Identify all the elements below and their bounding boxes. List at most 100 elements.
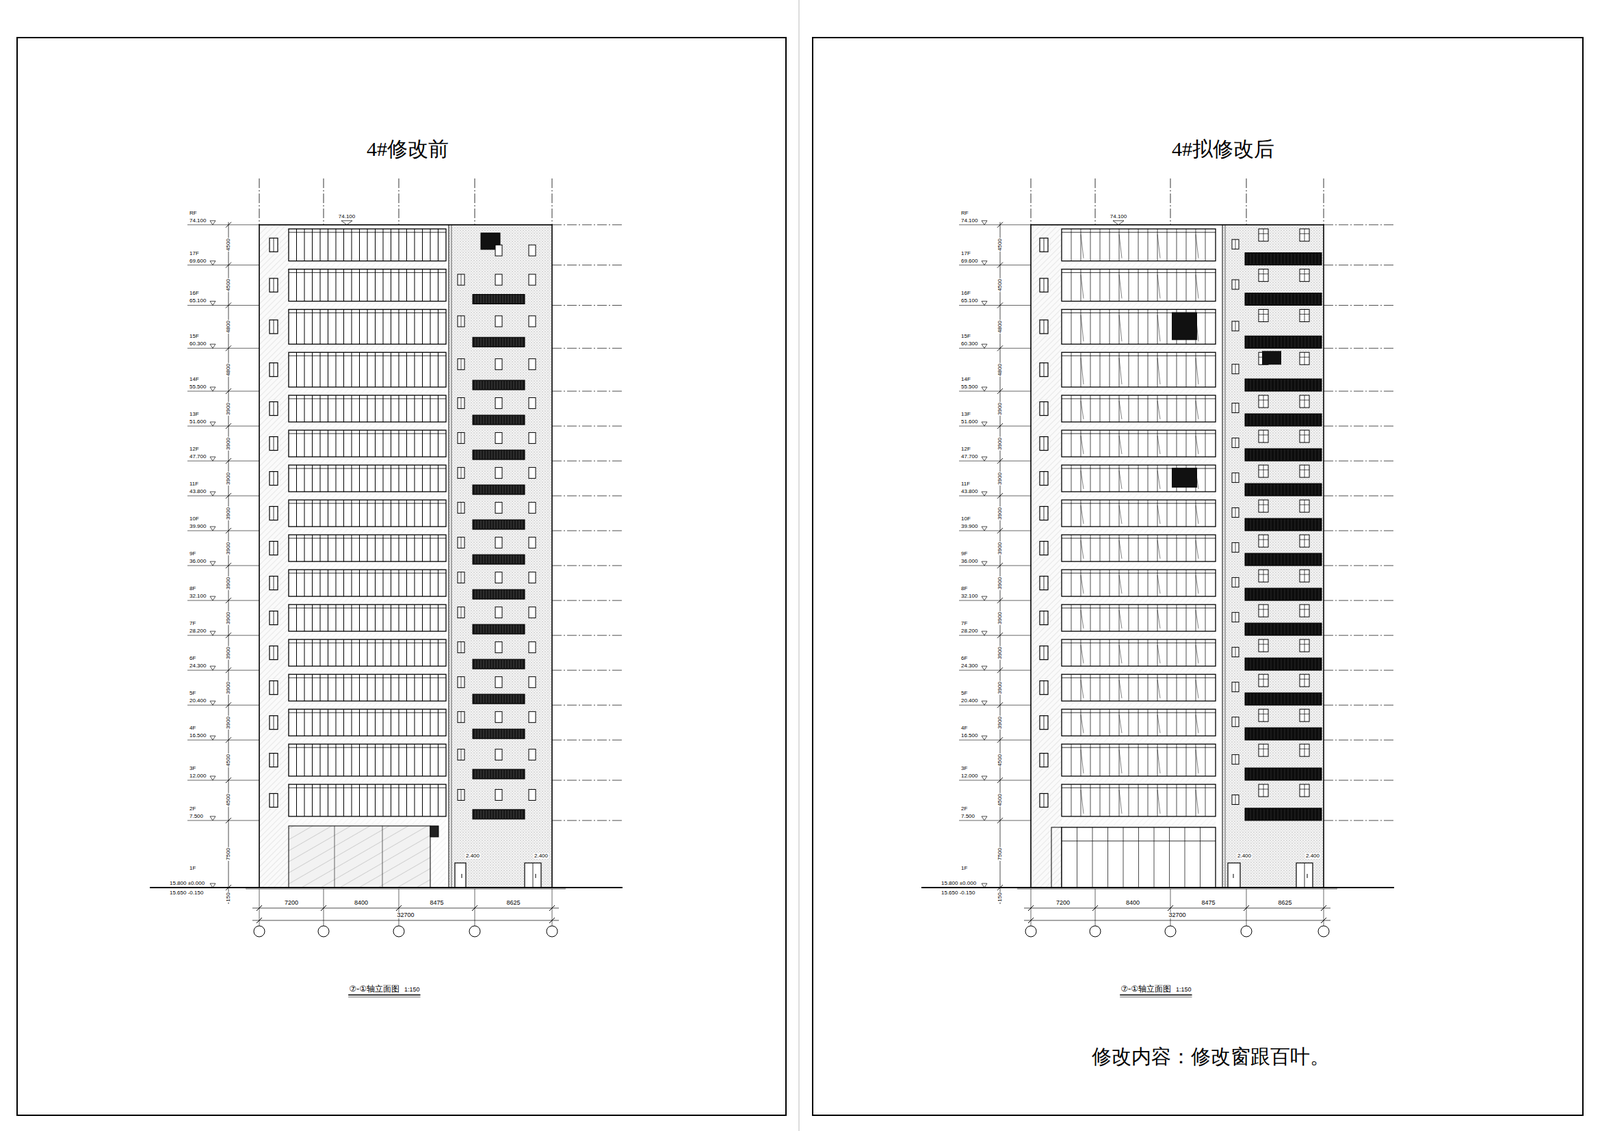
mullion: [422, 500, 423, 527]
mullion: [335, 744, 337, 777]
curtain-wall: [288, 229, 447, 262]
louver-slat: [494, 450, 496, 459]
mullion: [1128, 709, 1130, 737]
window: [495, 467, 503, 479]
balcony-louver: [472, 450, 525, 460]
louver-slat: [1274, 253, 1276, 265]
louver-slat: [486, 450, 488, 459]
mullion: [351, 352, 353, 388]
mullion: [367, 309, 369, 345]
louver-slat: [513, 415, 515, 425]
mullion: [1099, 352, 1101, 388]
floor-name: 7F: [960, 621, 968, 627]
mullion: [414, 604, 416, 632]
drawing-line: [1235, 755, 1237, 765]
mullion: [351, 534, 353, 562]
louver-slat: [1308, 658, 1310, 670]
louver-slat: [508, 415, 509, 425]
mullion: [374, 229, 376, 262]
mullion: [406, 784, 408, 817]
louver-slat: [1260, 293, 1262, 305]
door-handle: [461, 874, 463, 879]
mullion: [390, 604, 392, 632]
mullion: [414, 639, 416, 667]
mullion: [311, 639, 313, 667]
window-swing-mark: [1080, 274, 1084, 299]
louver-slat: [1315, 484, 1317, 496]
louver-slat: [1308, 623, 1310, 635]
mullion: [351, 309, 353, 345]
louver-slat: [1312, 253, 1313, 265]
balcony-louver: [472, 554, 525, 565]
louver-slat: [1301, 519, 1303, 531]
curtain-wall: [1061, 573, 1216, 574]
window: [1039, 363, 1048, 377]
louver-slat: [1308, 293, 1310, 305]
mullion: [367, 269, 369, 302]
window: [495, 244, 503, 256]
louver-slat: [1274, 623, 1276, 635]
mullion: [335, 709, 337, 737]
mullion: [1157, 709, 1159, 737]
mullion: [422, 430, 423, 457]
louver-slat: [1281, 554, 1282, 566]
window: [495, 607, 503, 619]
mullion: [1109, 569, 1111, 597]
window: [1258, 709, 1269, 722]
louver-slat: [480, 415, 482, 425]
balcony-louver: [472, 624, 525, 635]
louver-slat: [1298, 253, 1300, 265]
floor-name: 4F: [188, 725, 197, 732]
window: [1039, 541, 1048, 556]
mullion: [1157, 674, 1159, 702]
dimension-tick: [225, 777, 232, 784]
storey-height: 3900: [225, 576, 232, 591]
louver-slat: [1250, 336, 1252, 348]
storey-height: 3900: [225, 437, 232, 451]
louver-slat: [513, 729, 515, 739]
balcony-louver: [1244, 727, 1322, 741]
louver-slat: [1291, 449, 1293, 461]
louver-slat: [1294, 768, 1296, 780]
drawing-line: [461, 712, 462, 724]
mullion: [1071, 500, 1072, 527]
louver-slat: [1250, 414, 1252, 426]
window: [1299, 465, 1310, 478]
dimension-tick: [225, 345, 232, 351]
drawing-line: [1235, 543, 1237, 553]
louver-slat: [513, 660, 515, 669]
louver-slat: [1257, 658, 1258, 670]
level-elevation: 15.650 -0.150: [168, 890, 204, 897]
window-swing-mark: [1080, 540, 1084, 559]
mullion: [359, 604, 360, 632]
floor-name: 17F: [960, 251, 972, 257]
drawing-line: [461, 537, 462, 549]
mullion: [304, 784, 306, 817]
mullion: [1109, 604, 1111, 632]
level-line: [959, 780, 1031, 782]
mullion: [1128, 465, 1130, 492]
louver-slat: [1264, 519, 1265, 531]
level-elevation: 47.700: [960, 454, 979, 460]
louver-slat: [519, 625, 520, 634]
louver-slat: [478, 520, 479, 529]
mullion: [430, 352, 431, 388]
louver-slat: [505, 729, 507, 739]
mullion: [1128, 352, 1130, 388]
mullion: [1166, 309, 1168, 345]
drawing-line: [1235, 279, 1237, 290]
louver-slat: [1257, 728, 1258, 740]
mullion: [304, 604, 306, 632]
mullion: [327, 395, 329, 423]
dimension-tick: [225, 818, 232, 824]
level-line: [552, 705, 623, 706]
level-marker: [210, 526, 216, 531]
mullion: [1119, 500, 1120, 527]
louver-slat: [1294, 623, 1296, 635]
mullion: [1076, 827, 1078, 888]
louver-slat: [1260, 693, 1262, 705]
louver-slat: [489, 485, 490, 494]
window: [269, 402, 278, 416]
drawing-line: [1263, 674, 1265, 687]
window: [457, 749, 465, 761]
